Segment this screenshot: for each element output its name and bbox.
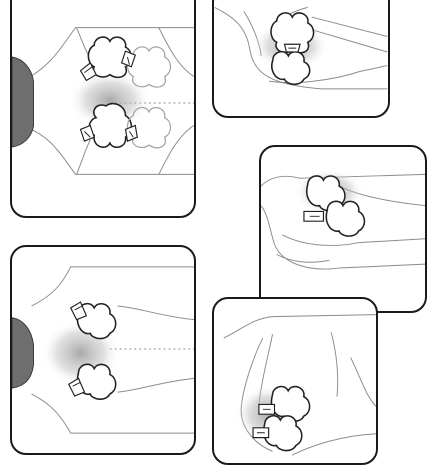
lead-connector-icon <box>285 44 301 52</box>
panel-back-two-pairs <box>10 0 196 218</box>
shoulder-top-illustration <box>214 0 388 116</box>
panel-shoulder-top <box>212 0 390 118</box>
panel-arm-upper <box>212 297 378 465</box>
lead-connector-icon <box>304 211 324 221</box>
lead-connector-icon <box>253 428 269 438</box>
electrode-pad-icon <box>326 201 364 236</box>
electrode-pad-icon <box>272 52 310 85</box>
electrode-pad-icon <box>77 364 115 399</box>
lead-connector-icon <box>259 404 275 414</box>
electrode-pad-icon <box>89 104 131 148</box>
panel-upper-back <box>10 245 196 455</box>
arm-upper-illustration <box>214 299 376 463</box>
head-hair <box>12 318 34 388</box>
electrode-pad-icon <box>264 416 302 451</box>
panel-shoulder-side <box>259 145 427 313</box>
head-hair <box>12 57 34 147</box>
back-two-pairs-illustration <box>12 0 194 216</box>
shoulder-side-illustration <box>261 147 425 311</box>
upper-back-illustration <box>12 247 194 453</box>
